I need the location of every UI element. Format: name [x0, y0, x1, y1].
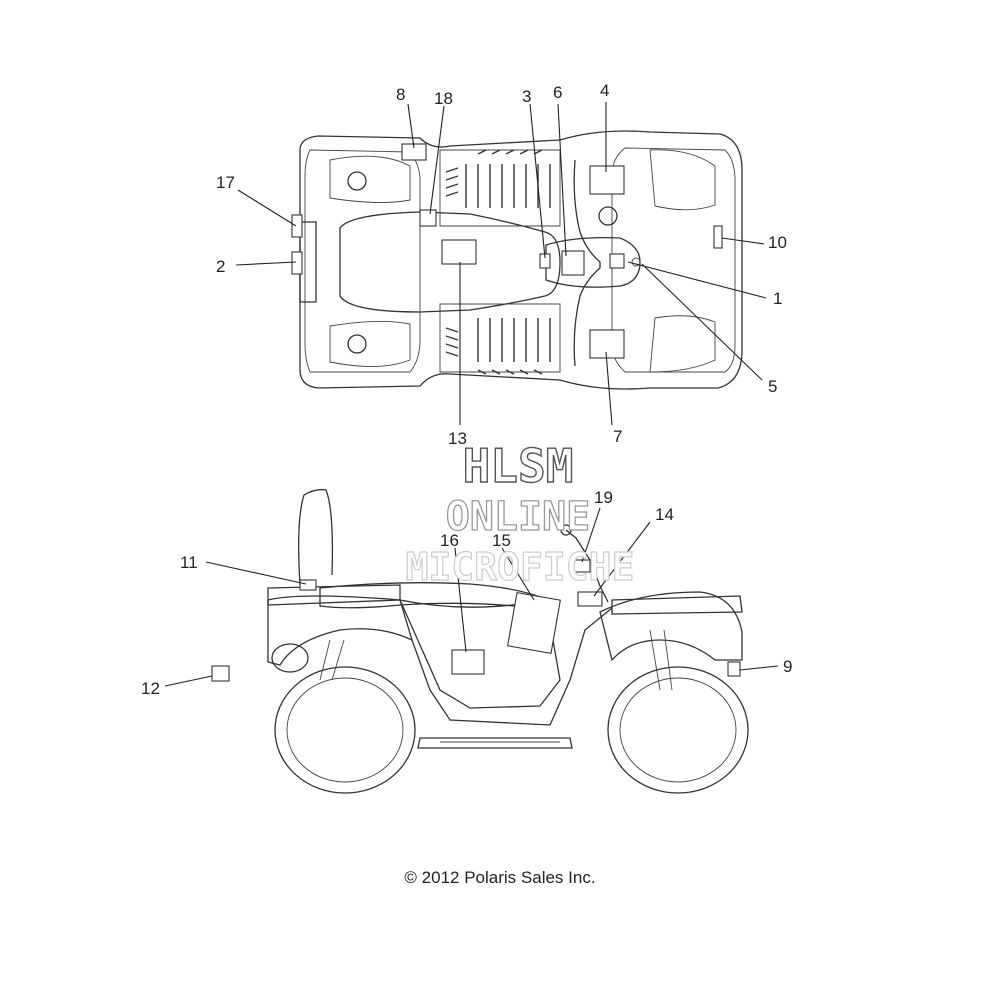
footwell-ribs-bottom	[477, 318, 551, 375]
atv-side-view	[267, 488, 749, 794]
decal-14	[577, 591, 603, 607]
decal-17	[291, 214, 303, 238]
callout-5: 5	[768, 377, 777, 396]
decal-11	[299, 579, 317, 591]
callout-11: 11	[180, 553, 198, 572]
callout-3: 3	[522, 87, 531, 106]
callout-19: 19	[594, 488, 613, 507]
callout-6: 6	[553, 83, 562, 102]
decal-15	[507, 591, 561, 655]
callout-10: 10	[768, 233, 787, 252]
callout-8: 8	[396, 85, 405, 104]
decal-18	[419, 209, 437, 227]
decal-7	[589, 329, 625, 359]
callout-9: 9	[783, 657, 792, 676]
callout-numbers: 1 2 3 4 5 6 7 8 9 10 11 12 13 14 15 16 1…	[141, 81, 792, 698]
callout-7: 7	[613, 427, 622, 446]
footwell-ribs-top	[465, 149, 551, 208]
callout-4: 4	[600, 81, 609, 100]
leader-lines-side	[164, 507, 779, 687]
decal-12	[211, 665, 230, 682]
watermark-line2: ONLINE	[446, 494, 591, 540]
decal-13	[441, 239, 477, 265]
callout-2: 2	[216, 257, 225, 276]
decal-10	[713, 225, 723, 249]
watermark-line1: HLSM	[463, 439, 574, 493]
callout-17: 17	[216, 173, 235, 192]
decal-9	[727, 661, 741, 677]
atv-top-view	[291, 130, 743, 390]
decal-4	[589, 165, 625, 195]
leader-lines-top	[235, 102, 767, 426]
decal-2	[291, 251, 303, 275]
decal-1	[609, 253, 625, 269]
callout-12: 12	[141, 679, 160, 698]
watermark-line3: MICROFICHE	[406, 545, 635, 589]
callout-13: 13	[448, 429, 467, 448]
callout-15: 15	[492, 531, 511, 550]
callout-1: 1	[773, 289, 782, 308]
copyright-notice: © 2012 Polaris Sales Inc.	[404, 868, 596, 887]
callout-18: 18	[434, 89, 453, 108]
decal-19	[573, 559, 591, 573]
decal-16	[451, 649, 485, 675]
callout-16: 16	[440, 531, 459, 550]
watermark: HLSM ONLINE MICROFICHE	[405, 438, 635, 589]
callout-14: 14	[655, 505, 674, 524]
